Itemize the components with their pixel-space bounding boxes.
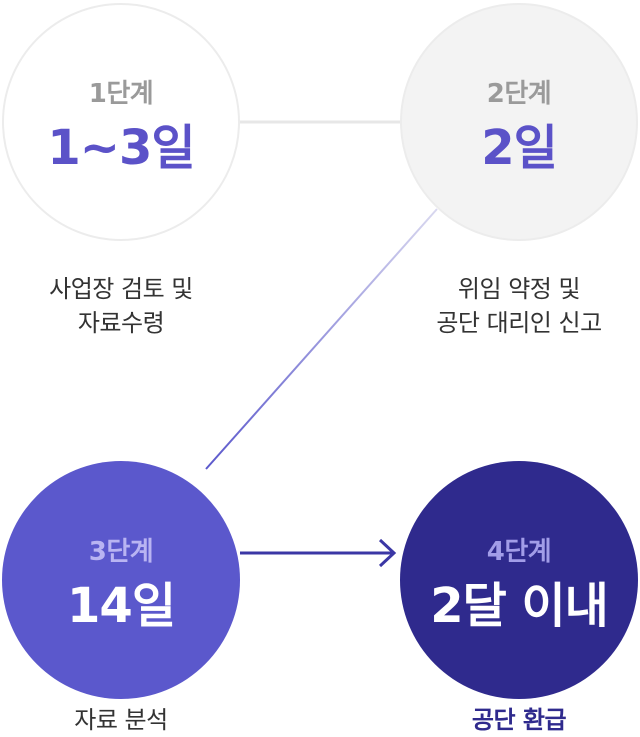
step-2-description-line: 위임 약정 및: [457, 275, 581, 303]
step-4-duration: 2달 이내: [430, 577, 609, 634]
step-3-duration: 14일: [67, 577, 176, 634]
step-2-circle: 2단계 2일: [400, 3, 638, 241]
step-2-duration: 2일: [481, 119, 558, 176]
step-1-label: 1단계: [88, 78, 154, 109]
step-3-circle: 3단계 14일: [2, 461, 240, 699]
step-1-description-line: 사업장 검토 및: [49, 275, 193, 303]
step-1-circle: 1단계 1~3일: [2, 3, 240, 241]
step-1-duration: 1~3일: [47, 119, 195, 176]
step-1-description-line: 자료수령: [77, 309, 165, 337]
step-1-description: 사업장 검토 및 자료수령: [0, 272, 251, 340]
connector-step2-step3: [205, 208, 438, 470]
step-4-label: 4단계: [486, 536, 552, 567]
arrow-head-icon: [378, 538, 397, 568]
step-3-description-line: 자료 분석: [74, 706, 168, 734]
step-3-label: 3단계: [88, 536, 154, 567]
step-4-circle: 4단계 2달 이내: [400, 461, 638, 699]
step-4-description-line: 공단 환급: [471, 706, 567, 734]
step-2-description-line: 공단 대리인 신고: [436, 309, 602, 337]
step-4-description: 공단 환급: [389, 703, 640, 737]
step-2-description: 위임 약정 및 공단 대리인 신고: [389, 272, 640, 340]
step-3-description: 자료 분석: [0, 703, 251, 737]
step-2-label: 2단계: [486, 78, 552, 109]
